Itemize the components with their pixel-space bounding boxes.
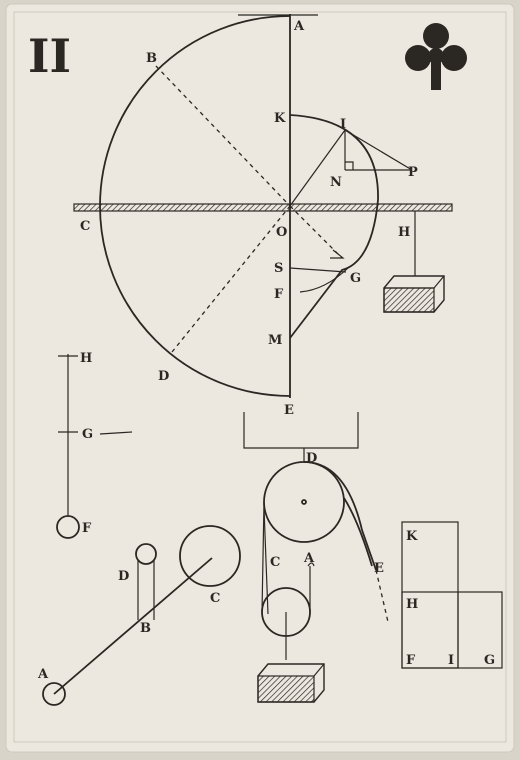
label-e-rope: E xyxy=(374,561,384,576)
label-c-lever: C xyxy=(210,591,220,606)
label-o: O xyxy=(276,225,287,240)
label-s: S xyxy=(274,261,283,276)
label-a-lever: A xyxy=(37,667,49,682)
label-m: M xyxy=(268,333,282,348)
weight-block xyxy=(383,275,445,313)
label-a-top: A xyxy=(293,19,305,34)
label-g-rect: G xyxy=(484,653,495,668)
line-i-p xyxy=(344,129,413,171)
club-icon xyxy=(405,23,467,90)
right-angle-mark xyxy=(345,161,354,170)
lever-diagram: D C B A xyxy=(37,525,241,706)
rope-right xyxy=(303,461,377,571)
label-b-top: B xyxy=(146,51,157,66)
label-g-rod: G xyxy=(82,427,93,442)
lever-end-circle xyxy=(42,682,66,706)
card-background xyxy=(5,3,515,753)
label-a-pulley: A xyxy=(303,551,315,566)
label-d-lever: D xyxy=(118,569,129,584)
label-h-weight: H xyxy=(398,225,410,240)
label-k-rect: K xyxy=(406,529,418,544)
circle-diagram: A B C K I N P O H S G F M D E xyxy=(73,14,453,418)
rectangle-diagram: K H F I G xyxy=(401,521,503,669)
diagonal-b-o xyxy=(155,65,291,207)
label-f-curve: F xyxy=(274,287,284,302)
inner-curve xyxy=(289,114,379,339)
pulley-bracket xyxy=(243,412,359,449)
label-d-circle: D xyxy=(158,369,169,384)
label-n: N xyxy=(330,175,342,190)
label-c-left: C xyxy=(80,219,90,234)
horizontal-bar xyxy=(73,203,453,212)
label-f-rect: F xyxy=(406,653,416,668)
label-k: K xyxy=(274,111,286,126)
arrow-head xyxy=(330,249,345,259)
label-i: I xyxy=(340,117,346,132)
card-numeral: II xyxy=(28,29,71,83)
rod-diagram: H G F xyxy=(56,351,133,539)
label-i-rect: I xyxy=(448,653,454,668)
pulley-diagram: D E C A xyxy=(243,412,389,703)
label-d-pulley: D xyxy=(306,451,317,466)
lever-wheel xyxy=(179,525,241,587)
label-h-rect: H xyxy=(406,597,418,612)
label-c-pulley: C xyxy=(270,555,280,570)
label-h-rod: H xyxy=(80,351,92,366)
line-s-g xyxy=(289,267,347,273)
label-f-rod: F xyxy=(82,521,92,536)
label-b-lever: B xyxy=(140,621,151,636)
label-g-curve: G xyxy=(350,271,361,286)
label-e-bottom: E xyxy=(284,403,294,418)
pulley-weight xyxy=(257,663,325,703)
card-inner-border xyxy=(13,11,507,743)
diagonal-o-i xyxy=(289,129,346,207)
label-p: P xyxy=(408,165,418,180)
